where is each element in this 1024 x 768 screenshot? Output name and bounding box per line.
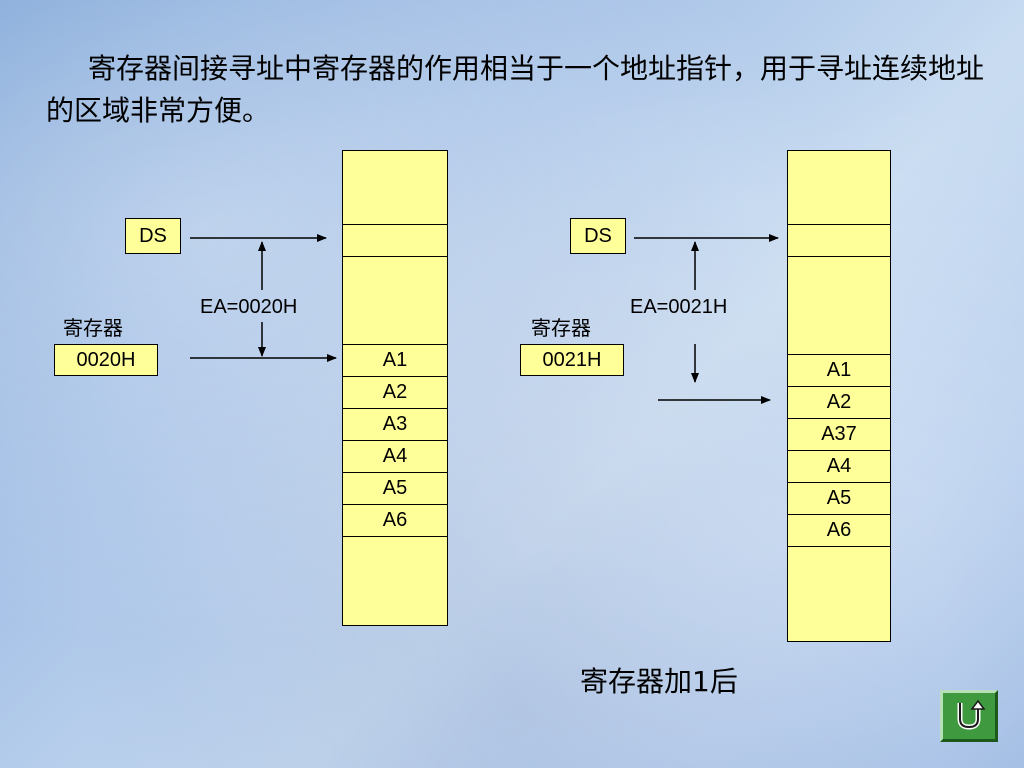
right-memory-column: A1 A2 A37 A4 A5 A6 — [787, 150, 891, 642]
left-ea-label: EA=0020H — [200, 296, 298, 318]
right-memory-divider — [788, 482, 890, 483]
right-memory-cell: A1 — [826, 358, 852, 381]
left-memory-column: A1 A2 A3 A4 A5 A6 — [342, 150, 448, 626]
right-memory-divider — [788, 354, 890, 355]
right-memory-divider — [788, 418, 890, 419]
right-memory-cell: A4 — [826, 454, 852, 477]
left-memory-cell: A1 — [382, 348, 408, 371]
left-memory-cell: A5 — [382, 476, 408, 499]
left-memory-divider — [343, 344, 447, 345]
left-register-value: 0020H — [76, 348, 136, 371]
left-memory-divider — [343, 504, 447, 505]
right-ds-box: DS — [570, 218, 626, 254]
left-ds-box: DS — [125, 218, 181, 254]
left-memory-cell: A3 — [382, 412, 408, 435]
right-memory-divider — [788, 386, 890, 387]
left-memory-divider — [343, 536, 447, 537]
left-register-label: 寄存器 — [63, 318, 123, 340]
left-memory-cell: A2 — [382, 380, 408, 403]
right-memory-divider — [788, 224, 890, 225]
right-memory-cell: A2 — [826, 390, 852, 413]
right-ds-label: DS — [584, 224, 612, 247]
left-memory-divider — [343, 408, 447, 409]
right-memory-divider — [788, 450, 890, 451]
left-register-box: 0020H — [54, 344, 158, 376]
left-memory-cell: A4 — [382, 444, 408, 467]
left-memory-divider — [343, 256, 447, 257]
left-memory-divider — [343, 472, 447, 473]
right-register-value: 0021H — [542, 348, 602, 371]
right-memory-cell: A37 — [821, 422, 857, 445]
return-button[interactable] — [940, 690, 998, 742]
left-memory-cell: A6 — [382, 508, 408, 531]
page-title: 寄存器间接寻址中寄存器的作用相当于一个地址指针，用于寻址连续地址的区域非常方便。 — [46, 52, 985, 127]
right-memory-divider — [788, 546, 890, 547]
left-ds-label: DS — [139, 224, 167, 247]
right-register-box: 0021H — [520, 344, 624, 376]
right-memory-divider — [788, 514, 890, 515]
right-memory-divider — [788, 256, 890, 257]
right-ea-label: EA=0021H — [630, 296, 728, 318]
left-memory-divider — [343, 440, 447, 441]
caption: 寄存器加1后 — [580, 665, 738, 698]
right-memory-cell: A5 — [826, 486, 852, 509]
u-turn-return-icon — [952, 697, 986, 735]
right-memory-cell: A6 — [826, 518, 852, 541]
right-register-label: 寄存器 — [531, 318, 591, 340]
left-memory-divider — [343, 224, 447, 225]
left-memory-divider — [343, 376, 447, 377]
